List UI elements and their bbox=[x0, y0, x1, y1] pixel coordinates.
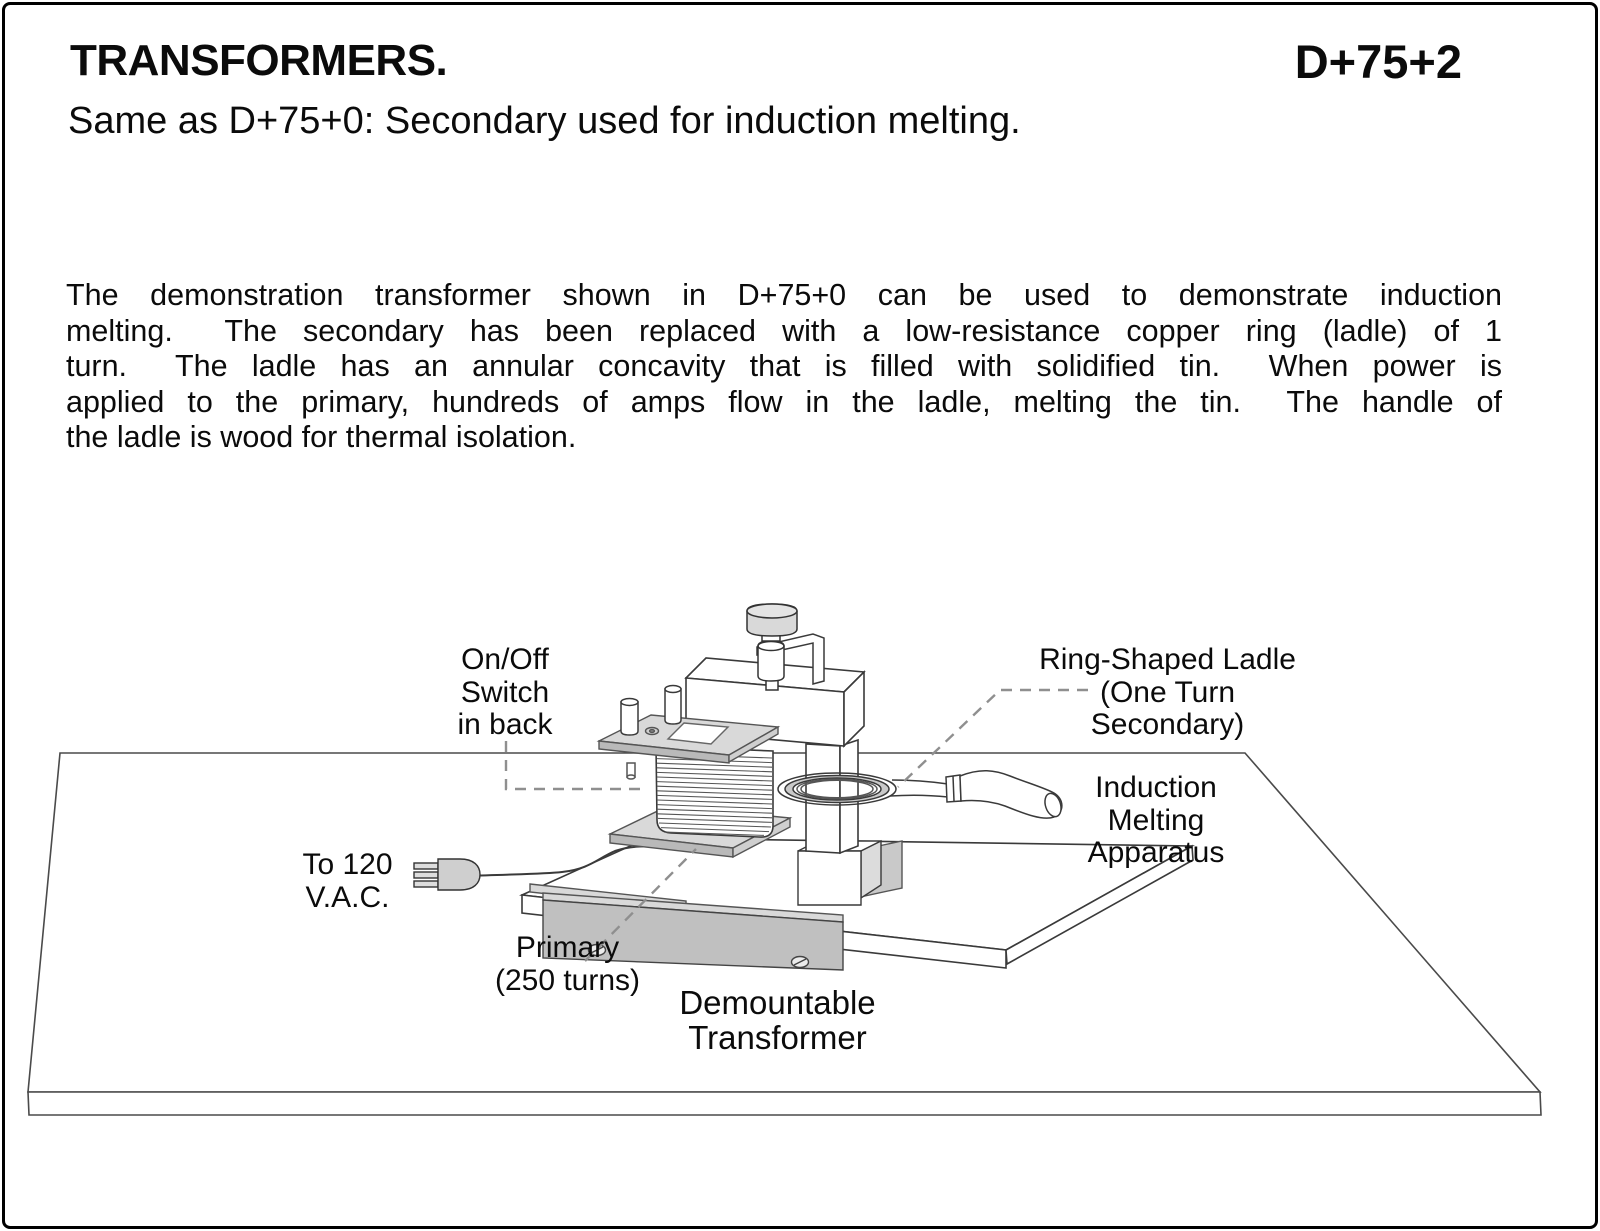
label-line: Induction bbox=[1095, 771, 1217, 804]
ladle-ring bbox=[777, 772, 897, 806]
clamp-knob bbox=[746, 603, 798, 637]
label-ring-ladle: Ring-Shaped Ladle (One Turn Secondary) bbox=[1015, 643, 1320, 742]
paragraph-line: the ladle is wood for thermal isolation. bbox=[66, 420, 577, 454]
page-subtitle: Same as D+75+0: Secondary used for induc… bbox=[68, 100, 1021, 142]
label-line: Switch bbox=[460, 675, 550, 709]
paragraph-line: melting. The secondary has been replaced… bbox=[66, 313, 1502, 348]
binding-posts bbox=[620, 684, 682, 780]
leader-lines bbox=[504, 688, 1088, 962]
bottom-core-bar bbox=[529, 883, 844, 971]
page-title: TRANSFORMERS. bbox=[70, 36, 448, 85]
label-line: Ring-Shaped Ladle bbox=[1039, 643, 1296, 676]
paragraph-line: turn. The ladle has an annular concavity… bbox=[66, 349, 1502, 383]
label-line: Melting bbox=[1107, 803, 1205, 837]
paragraph-line: The demonstration transformer shown in D… bbox=[66, 278, 1502, 312]
label-primary: Primary (250 turns) bbox=[440, 931, 695, 997]
coil-top-plate bbox=[596, 714, 781, 764]
label-line: in back bbox=[457, 708, 553, 741]
label-demountable-transformer: Demountable Transformer bbox=[625, 985, 930, 1055]
switch-leader bbox=[504, 741, 646, 791]
label-power-source: To 120 V.A.C. bbox=[270, 848, 425, 914]
label-line: V.A.C. bbox=[305, 880, 390, 914]
ladle-handle bbox=[889, 770, 1063, 819]
label-line: Primary bbox=[515, 931, 620, 964]
primary-coil bbox=[655, 745, 774, 838]
label-line: To 120 bbox=[302, 848, 393, 881]
primary-leader bbox=[584, 848, 697, 962]
label-line: On/Off bbox=[461, 643, 549, 676]
label-line: (250 turns) bbox=[494, 963, 641, 997]
label-line: Apparatus bbox=[1087, 836, 1225, 869]
label-line: Demountable bbox=[679, 984, 876, 1021]
label-line: (One Turn bbox=[1099, 675, 1236, 709]
label-line: Transformer bbox=[688, 1019, 867, 1056]
power-plug-icon bbox=[413, 858, 481, 891]
label-line: Secondary) bbox=[1090, 708, 1245, 741]
label-onoff-switch: On/Off Switch in back bbox=[405, 643, 605, 742]
ladle-leader bbox=[897, 688, 1088, 788]
paragraph-line: applied to the primary, hundreds of amps… bbox=[66, 384, 1502, 419]
description-paragraph: The demonstration transformer shown in D… bbox=[66, 278, 1502, 456]
label-induction-melting: Induction Melting Apparatus bbox=[1031, 771, 1281, 870]
demo-code: D+75+2 bbox=[1294, 35, 1462, 88]
